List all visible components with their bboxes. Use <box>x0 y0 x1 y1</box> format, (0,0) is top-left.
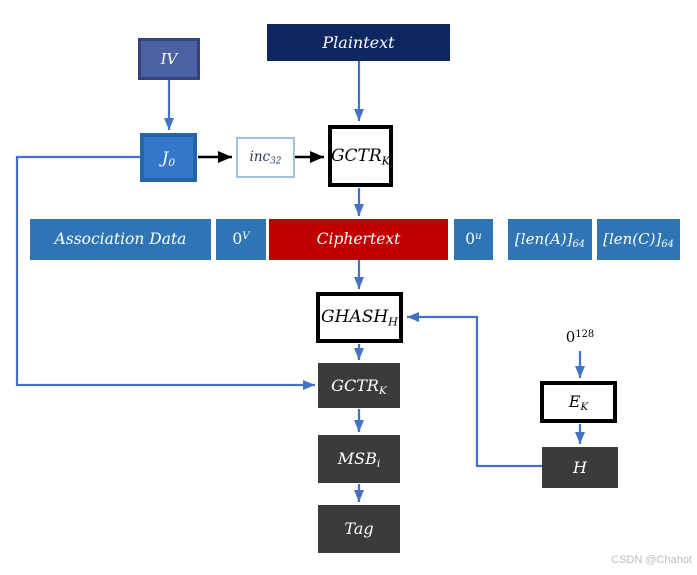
zero-u-pad-node: 0u <box>454 219 493 260</box>
gctr-tag-node: GCTRK <box>318 363 400 408</box>
ghash-label: GHASHH <box>321 307 398 329</box>
ek-label: EK <box>568 392 589 414</box>
zero-128-label-node: 0128 <box>550 325 610 349</box>
association-data-node: Association Data <box>30 219 211 260</box>
msb-label: MSBi <box>337 449 381 471</box>
len-c-node: [len(C)]64 <box>597 219 680 260</box>
inc32-node: inc32 <box>236 137 295 178</box>
gctr-encrypt-label: GCTRK <box>330 145 391 167</box>
len-c-label: [len(C)]64 <box>603 230 674 250</box>
plaintext-node: Plaintext <box>267 24 450 61</box>
plaintext-label: Plaintext <box>322 32 395 52</box>
arrow-h-to-ghash-feedback <box>407 312 542 468</box>
len-a-node: [len(A)]64 <box>508 219 592 260</box>
zero-u-label: 0u <box>465 229 482 248</box>
ciphertext-node: Ciphertext <box>269 219 448 260</box>
zero-v-label: 0V <box>232 229 250 248</box>
zero-v-pad-node: 0V <box>216 219 266 260</box>
j0-node: J0 <box>140 133 197 182</box>
arrow-j0-to-gctr-bottom-feedback <box>15 155 315 390</box>
ek-cipher-node: EK <box>540 381 617 423</box>
tag-node: Tag <box>318 505 400 553</box>
gctr-encrypt-node: GCTRK <box>328 125 393 187</box>
hash-subkey-node: H <box>542 447 618 488</box>
ciphertext-label: Ciphertext <box>316 229 401 248</box>
hash-subkey-label: H <box>573 457 587 477</box>
tag-label: Tag <box>344 519 374 538</box>
gctr-tag-label: GCTRK <box>331 375 387 397</box>
ghash-node: GHASHH <box>316 292 403 343</box>
iv-label: IV <box>160 49 178 68</box>
len-a-label: [len(A)]64 <box>514 230 586 250</box>
zero-128-label: 0128 <box>565 327 595 346</box>
j0-label: J0 <box>161 147 176 169</box>
msb-node: MSBi <box>318 435 400 483</box>
inc32-label: inc32 <box>249 148 282 167</box>
association-data-label: Association Data <box>54 229 187 248</box>
iv-node: IV <box>138 38 200 80</box>
watermark-text: CSDN @Chahot <box>611 554 692 566</box>
